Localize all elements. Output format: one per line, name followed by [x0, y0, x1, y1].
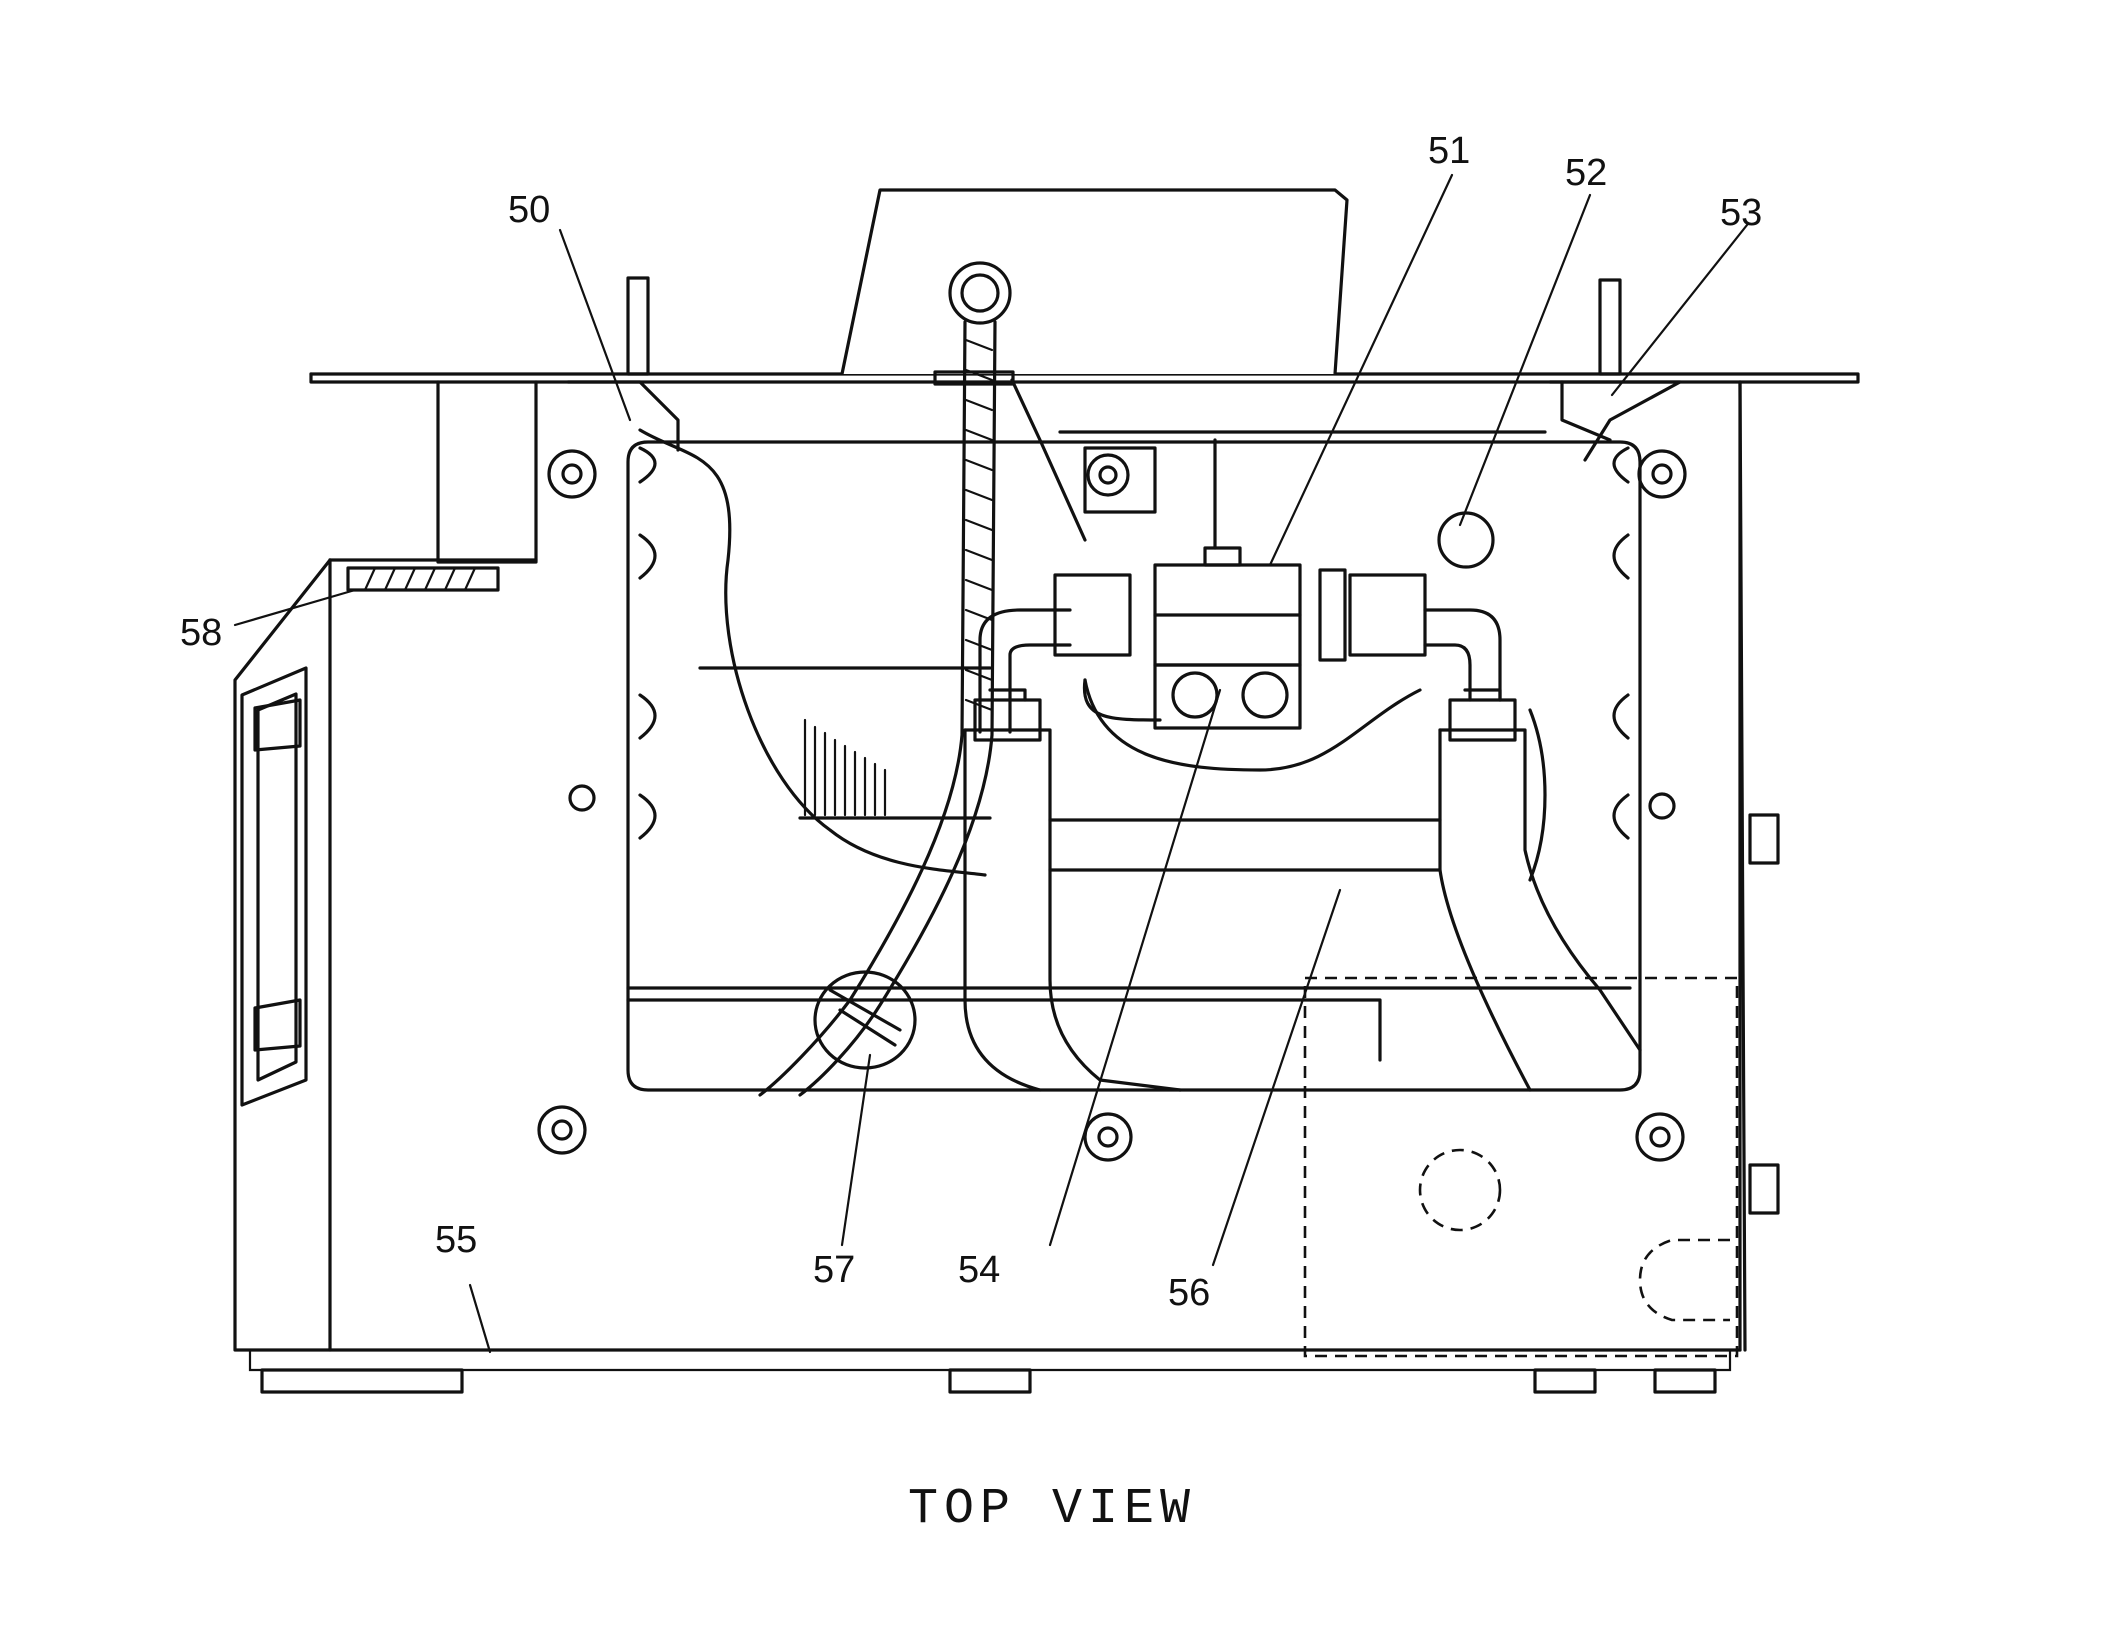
- wire-harness: [638, 378, 1547, 882]
- housing: [233, 372, 1860, 1372]
- heater-panel: [1303, 976, 1739, 1358]
- hoses: [963, 688, 1642, 1092]
- mounting-studs: [626, 276, 1622, 376]
- corner-brackets: [566, 380, 1682, 462]
- callout-57: 57: [813, 1249, 855, 1291]
- callout-58: 58: [180, 612, 222, 654]
- coiled-conduit: [758, 261, 1015, 1097]
- edge-bolts: [638, 446, 1630, 840]
- callout-53: 53: [1720, 192, 1762, 234]
- rear-tab: [840, 188, 1349, 375]
- leader-lines: [233, 173, 1749, 1354]
- feet: [260, 1368, 1717, 1394]
- callout-52: 52: [1565, 152, 1607, 194]
- view-title: TOP VIEW: [908, 1481, 1196, 1538]
- mounting-screws: [537, 446, 1687, 1162]
- inner-cavity: [626, 440, 1642, 1092]
- side-nuts: [1748, 813, 1780, 1215]
- callout-51: 51: [1428, 130, 1470, 172]
- callout-55: 55: [435, 1219, 477, 1261]
- side-access-plate: [240, 666, 308, 1107]
- internal-panels: [626, 666, 1632, 1062]
- callout-56: 56: [1168, 1272, 1210, 1314]
- inlet-fitting: [346, 566, 500, 592]
- callout-54: 54: [958, 1249, 1000, 1291]
- callout-50: 50: [508, 189, 550, 231]
- valve-assembly: [978, 438, 1502, 734]
- clamp: [813, 970, 917, 1070]
